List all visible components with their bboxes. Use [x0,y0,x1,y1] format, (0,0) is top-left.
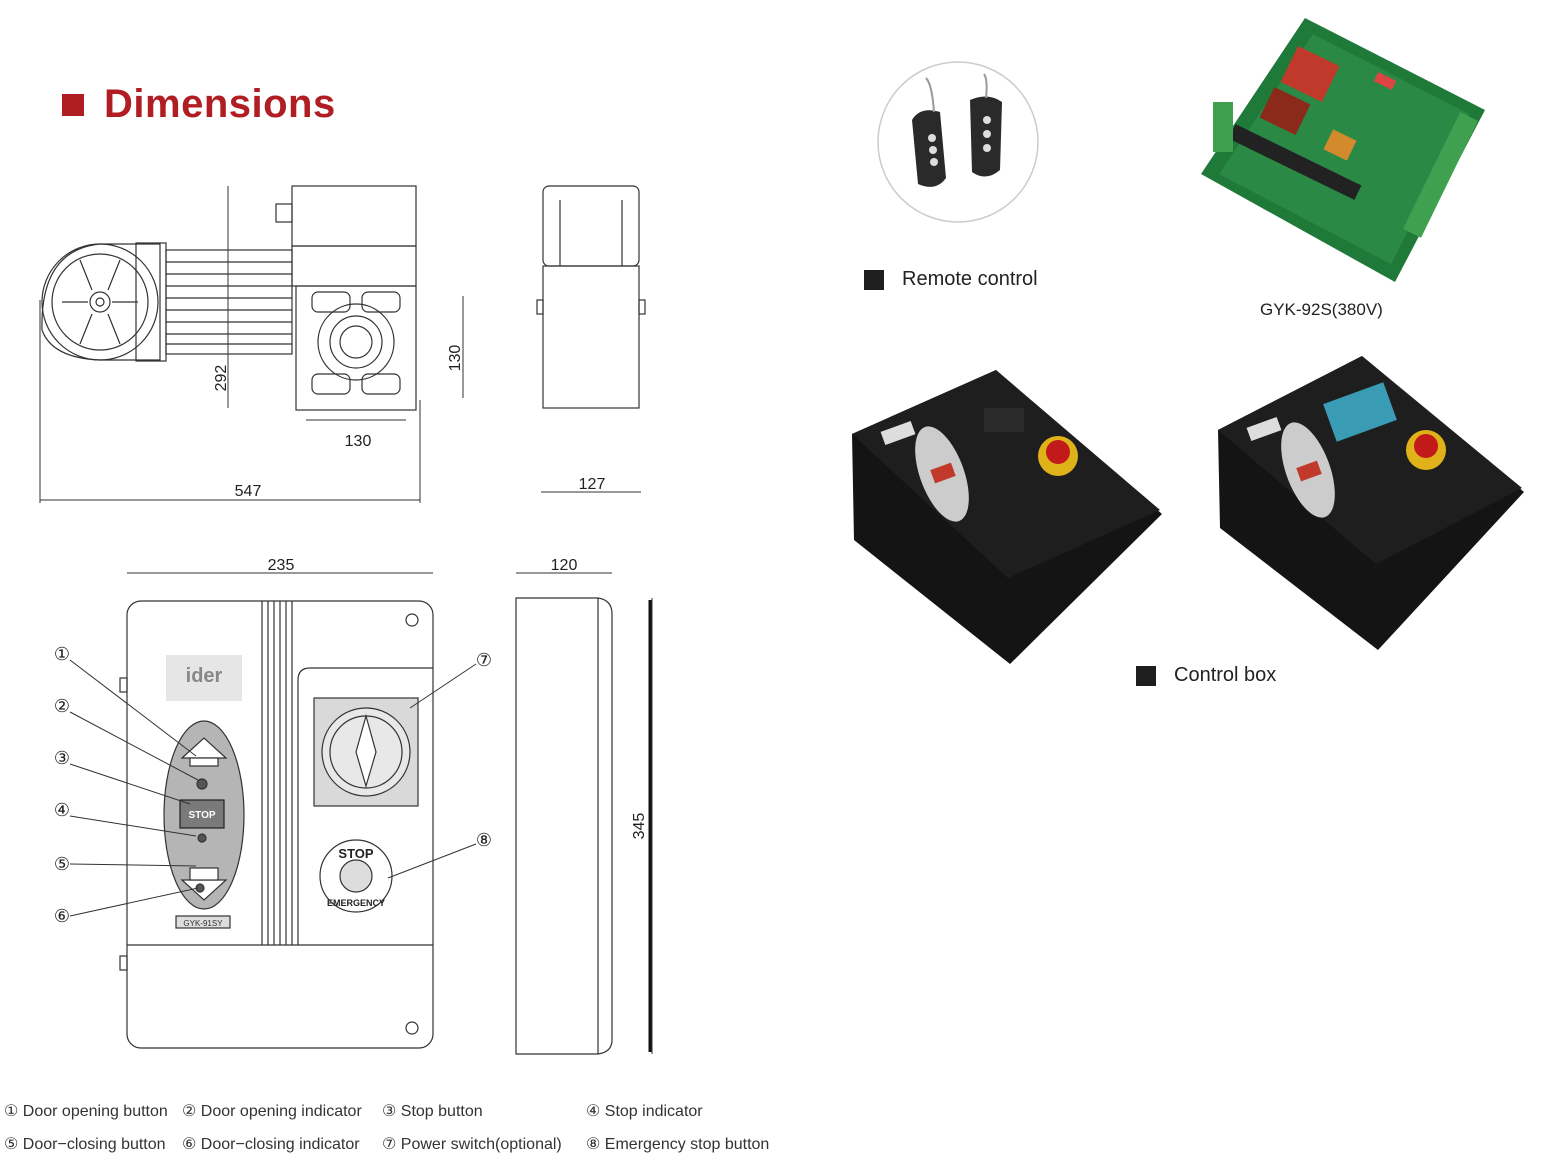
dim-292: 292 [213,365,230,392]
control-box-label: Control box [1174,664,1277,686]
callout-6: ⑥ [54,906,70,926]
legend-item-8: ⑧ Emergency stop button [586,1136,770,1153]
emergency-bottom-label: EMERGENCY [327,898,385,908]
callout-8: ⑧ [476,830,492,850]
circuit-board-image [1201,18,1485,282]
dim-130-vertical: 130 [447,345,464,372]
legend-item-5: ⑤ Door−closing button [4,1136,166,1153]
callout-1: ① [54,644,70,664]
dim-130-horizontal: 130 [345,433,372,450]
callout-3: ③ [54,748,70,768]
callout-leaders [69,659,477,917]
control-box-image-2 [1218,356,1524,650]
dim-345: 345 [631,813,648,840]
legend-item-3: ③ Stop button [382,1103,483,1120]
dimension-drawing: 292 130 130 547 127 235 120 345 ① ② ③ ④ … [39,185,653,1055]
panel-model-label: GYK-91SY [183,919,223,928]
legend-item-6: ⑥ Door−closing indicator [182,1136,360,1153]
caption-square-icon [864,269,884,290]
control-panel-side [515,597,613,1055]
control-panel-front [119,600,434,1049]
dim-235: 235 [268,557,295,574]
caption-square-icon [1136,665,1156,686]
dimension-lines [39,186,653,1054]
title-square-icon [62,93,84,116]
panel-logo: ider [186,665,223,687]
legend-item-4: ④ Stop indicator [586,1103,703,1120]
emergency-top-label: STOP [338,846,373,861]
legend: ① Door opening button ② Door opening ind… [4,1103,770,1153]
control-box-image-1 [852,370,1162,664]
remote-control-label: Remote control [902,268,1038,290]
callout-4: ④ [54,800,70,820]
legend-item-1: ① Door opening button [4,1103,168,1120]
legend-item-2: ② Door opening indicator [182,1103,362,1120]
panel-stop-label: STOP [188,810,215,821]
remote-control-image [877,61,1039,223]
motor-front-view [41,185,417,411]
title-text: Dimensions [104,82,336,126]
callout-5: ⑤ [54,854,70,874]
dim-127: 127 [579,476,606,493]
dim-120: 120 [551,557,578,574]
motor-side-view [536,185,646,409]
section-title: Dimensions [62,82,336,127]
callout-2: ② [54,696,70,716]
callout-7: ⑦ [476,650,492,670]
board-model-label: GYK-92S(380V) [1260,300,1383,319]
control-box-caption: Control box [1136,664,1276,687]
legend-item-7: ⑦ Power switch(optional) [382,1136,562,1153]
remote-control-caption: Remote control [864,268,1038,291]
dim-547: 547 [235,483,262,500]
